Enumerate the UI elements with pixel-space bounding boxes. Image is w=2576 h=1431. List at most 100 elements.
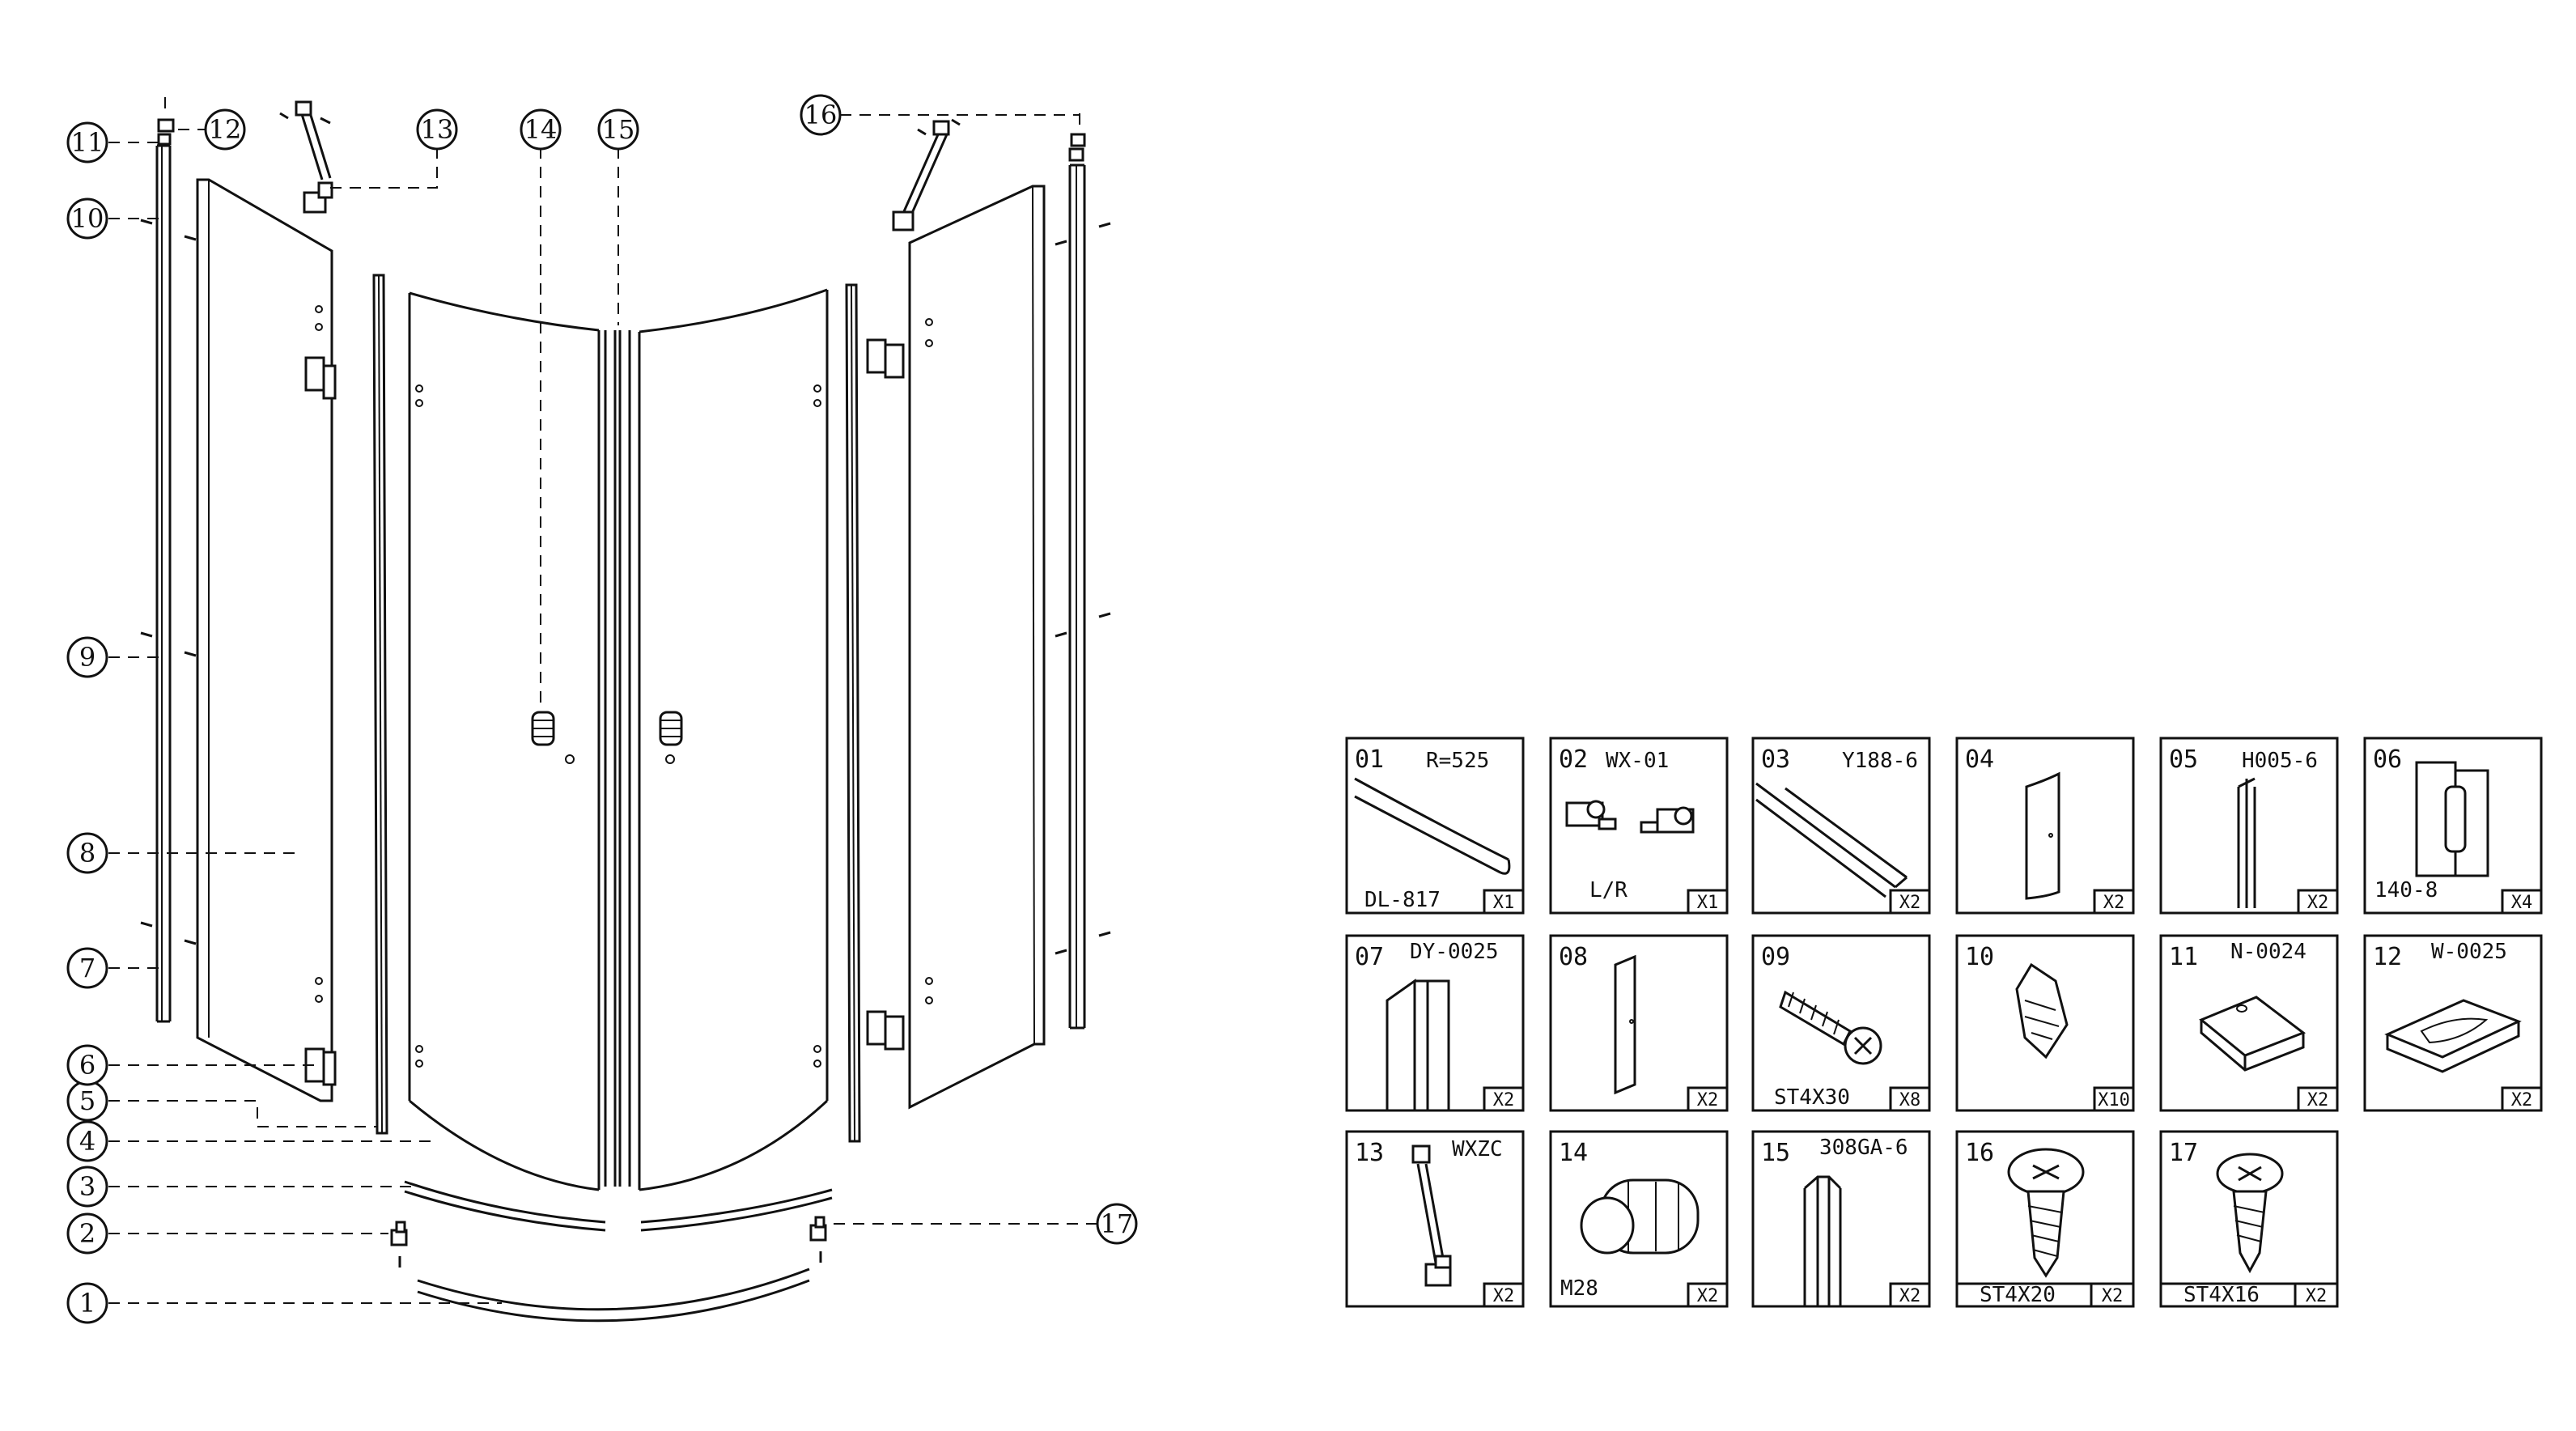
svg-text:X2: X2 xyxy=(1899,893,1921,913)
wall-profile-icon xyxy=(1386,979,1450,1110)
svg-text:X2: X2 xyxy=(2307,893,2329,913)
svg-text:17: 17 xyxy=(2169,1139,2198,1167)
left-wall-profile xyxy=(140,97,197,1023)
svg-text:X2: X2 xyxy=(2102,1286,2124,1306)
part-cell-13: 13 WXZC X2 xyxy=(1345,1130,1525,1308)
right-fixed-glass-panel xyxy=(866,185,1046,1110)
svg-text:09: 09 xyxy=(1761,943,1790,971)
part-cell-10: 10 X10 xyxy=(1955,934,2135,1112)
part-cell-01: 01 R=525 DL-817 X1 xyxy=(1345,737,1525,915)
svg-text:2: 2 xyxy=(79,1218,95,1249)
roller-pair-icon xyxy=(1565,800,1695,834)
callout-1: 1 xyxy=(66,1282,108,1324)
svg-text:WXZC: WXZC xyxy=(1452,1137,1503,1161)
callout-4: 4 xyxy=(66,1120,108,1162)
left-support-bar xyxy=(279,100,333,214)
svg-text:02: 02 xyxy=(1559,745,1588,774)
right-h-profile xyxy=(845,283,861,1143)
svg-text:03: 03 xyxy=(1761,745,1790,774)
callout-13: 13 xyxy=(416,108,458,151)
seal-strip-icon xyxy=(1755,782,1908,898)
wall-plug-icon xyxy=(2015,962,2069,1059)
bottom-seals xyxy=(404,1180,833,1232)
svg-text:3: 3 xyxy=(79,1171,95,1202)
svg-text:W-0025: W-0025 xyxy=(2431,940,2507,964)
svg-text:6: 6 xyxy=(79,1050,95,1081)
svg-text:7: 7 xyxy=(79,953,95,983)
left-fixed-glass-panel xyxy=(196,178,337,1102)
svg-text:M28: M28 xyxy=(1560,1276,1598,1301)
part-cell-16: 16 ST4X20 X2 xyxy=(1955,1130,2135,1308)
left-curved-door xyxy=(408,291,601,1191)
svg-text:16: 16 xyxy=(804,100,838,130)
part-cell-05: 05 H005-6 X2 xyxy=(2159,737,2339,915)
exploded-view: 1 2 3 4 5 6 7 xyxy=(66,94,1138,1324)
svg-text:X4: X4 xyxy=(2511,893,2533,913)
svg-text:07: 07 xyxy=(1355,943,1384,971)
svg-text:5: 5 xyxy=(79,1085,95,1116)
svg-text:X10: X10 xyxy=(2098,1090,2130,1110)
svg-text:11: 11 xyxy=(2169,943,2198,971)
svg-text:X1: X1 xyxy=(1493,893,1515,913)
svg-text:4: 4 xyxy=(79,1126,95,1157)
part-cell-03: 03 Y188-6 X2 xyxy=(1751,737,1931,915)
svg-text:N-0024: N-0024 xyxy=(2230,940,2307,964)
svg-text:DL-817: DL-817 xyxy=(1364,888,1441,912)
right-curved-door xyxy=(638,288,829,1191)
svg-text:06: 06 xyxy=(2373,745,2402,774)
svg-text:10: 10 xyxy=(1965,943,1994,971)
callout-3: 3 xyxy=(66,1166,108,1208)
svg-text:12: 12 xyxy=(2373,943,2402,971)
svg-text:13: 13 xyxy=(421,114,454,145)
callout-10: 10 xyxy=(66,197,108,240)
svg-text:X2: X2 xyxy=(1493,1286,1515,1306)
svg-text:308GA-6: 308GA-6 xyxy=(1819,1136,1908,1160)
curved-glass-icon xyxy=(2025,771,2060,900)
callout-15: 15 xyxy=(597,108,639,151)
svg-text:04: 04 xyxy=(1965,745,1994,774)
svg-text:X2: X2 xyxy=(1697,1090,1719,1110)
svg-text:15: 15 xyxy=(1761,1139,1790,1167)
svg-text:ST4X30: ST4X30 xyxy=(1774,1085,1850,1110)
svg-text:Y188-6: Y188-6 xyxy=(1842,749,1918,773)
svg-text:13: 13 xyxy=(1355,1139,1384,1167)
right-support-bar xyxy=(892,118,961,231)
svg-text:10: 10 xyxy=(71,203,104,234)
svg-text:X2: X2 xyxy=(2103,893,2125,913)
left-h-profile xyxy=(372,274,388,1135)
svg-text:12: 12 xyxy=(209,114,242,145)
bottom-curved-rail xyxy=(417,1268,810,1323)
right-wall-profile xyxy=(1055,113,1111,1030)
svg-text:L/R: L/R xyxy=(1589,878,1628,902)
svg-text:01: 01 xyxy=(1355,745,1384,774)
part-cell-17: 17 ST4X16 X2 xyxy=(2159,1130,2339,1308)
svg-text:X2: X2 xyxy=(1899,1286,1921,1306)
svg-text:11: 11 xyxy=(71,127,104,158)
hinge-icon xyxy=(2415,761,2489,877)
magnetic-seal-strips xyxy=(604,330,631,1187)
bottom-rollers xyxy=(390,1216,827,1268)
svg-text:ST4X16: ST4X16 xyxy=(2183,1283,2260,1307)
callout-labels: 1 2 3 4 5 6 7 xyxy=(66,94,1138,1324)
top-cap-icon xyxy=(2384,999,2522,1073)
callout-9: 9 xyxy=(66,636,108,678)
callout-16: 16 xyxy=(800,94,842,136)
svg-text:9: 9 xyxy=(79,642,95,673)
screw-long-icon xyxy=(2007,1148,2085,1278)
svg-text:X2: X2 xyxy=(2511,1090,2533,1110)
callout-5: 5 xyxy=(66,1080,108,1122)
curved-rail-icon xyxy=(1354,777,1511,875)
part-cell-14: 14 M28 X2 xyxy=(1549,1130,1729,1308)
screw-icon xyxy=(1779,990,1882,1065)
svg-text:ST4X20: ST4X20 xyxy=(1980,1283,2056,1307)
part-cell-07: 07 DY-0025 X2 xyxy=(1345,934,1525,1112)
svg-text:X2: X2 xyxy=(1493,1090,1515,1110)
callout-11: 11 xyxy=(66,121,108,163)
svg-text:X2: X2 xyxy=(2307,1090,2329,1110)
svg-text:14: 14 xyxy=(1559,1139,1588,1167)
end-cap-icon xyxy=(2199,996,2307,1072)
callout-14: 14 xyxy=(520,108,562,151)
support-bar-icon xyxy=(1411,1144,1452,1287)
svg-text:WX-01: WX-01 xyxy=(1606,749,1669,773)
